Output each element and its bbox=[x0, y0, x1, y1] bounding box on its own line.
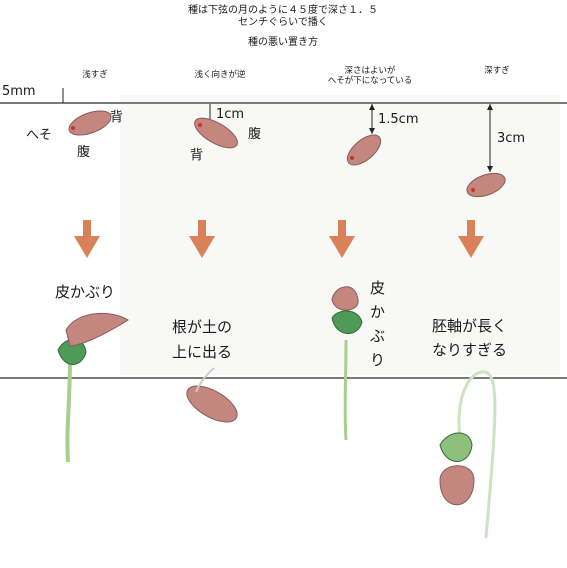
result-caption-4b: なりすぎる bbox=[432, 341, 508, 359]
column-title-3a: 深さはよいが bbox=[344, 66, 396, 76]
back-label: 背 bbox=[110, 110, 124, 125]
depth-label-3: 1.5cm bbox=[378, 112, 419, 127]
depth-label-4: 3cm bbox=[497, 131, 526, 146]
header-subtitle: 種の悪い置き方 bbox=[248, 37, 318, 48]
column-title-2: 浅く向きが逆 bbox=[194, 70, 246, 80]
depth-label-2: 1cm bbox=[216, 107, 245, 122]
result-caption-2a: 根が土の bbox=[172, 318, 233, 336]
seedling-col3 bbox=[331, 286, 363, 441]
header-line-1: 種は下弦の月のように４５度で深さ１．５ bbox=[188, 5, 378, 16]
seed-col4 bbox=[466, 172, 506, 198]
column-title-3b: へそが下になっている bbox=[327, 76, 413, 86]
result-caption-2b: 上に出る bbox=[172, 343, 233, 361]
result-caption-3: 皮かぶり bbox=[370, 279, 386, 369]
arrows bbox=[74, 220, 484, 258]
column-title-1: 浅すぎ bbox=[82, 70, 108, 80]
seed-col1 bbox=[68, 110, 112, 136]
hilum-label: へそ bbox=[26, 128, 53, 143]
depth-label-1: 5mm bbox=[2, 84, 36, 99]
column-title-4: 深すぎ bbox=[484, 66, 510, 76]
belly-label: 腹 bbox=[77, 145, 91, 160]
seedling-col2 bbox=[186, 367, 238, 423]
belly-label-2: 腹 bbox=[248, 127, 262, 142]
header-line-2: センチぐらいで播く bbox=[238, 17, 328, 28]
back-label-2: 背 bbox=[190, 148, 204, 163]
seed-col3 bbox=[346, 134, 382, 166]
seedling-col1 bbox=[57, 312, 129, 463]
seedling-col4 bbox=[439, 370, 497, 539]
result-caption-4a: 胚軸が長く bbox=[432, 317, 508, 335]
result-caption-1: 皮かぶり bbox=[55, 283, 116, 301]
seed-col2 bbox=[194, 117, 238, 149]
